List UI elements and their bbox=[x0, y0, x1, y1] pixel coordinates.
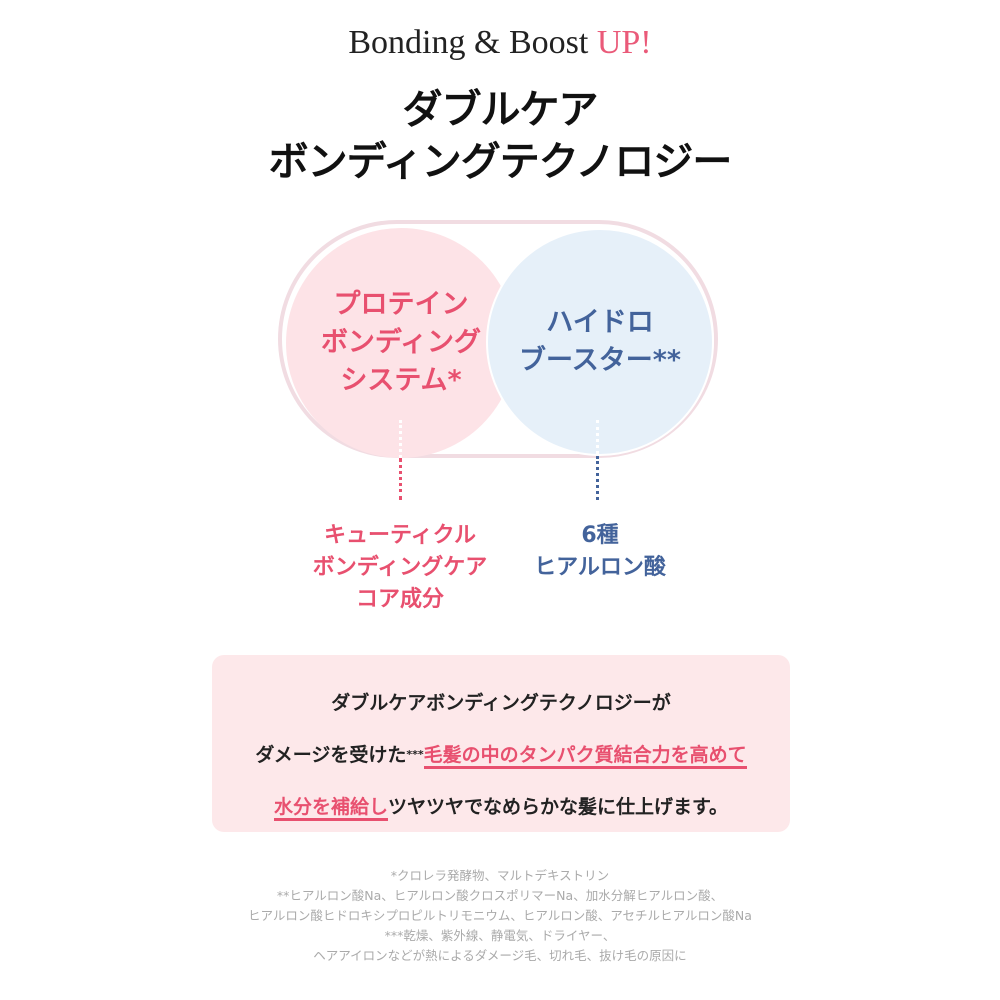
circle-text: プロテイン bbox=[333, 289, 469, 320]
tagline: Bonding & Boost UP! bbox=[0, 24, 1000, 62]
tagline-accent: UP! bbox=[596, 24, 652, 61]
headline-line1: ダブルケア bbox=[402, 87, 599, 133]
footnote: **ヒアルロン酸Na、ヒアルロン酸クロスポリマーNa、加水分解ヒアルロン酸、 bbox=[276, 888, 724, 903]
summary-box: ダブルケアボンディングテクノロジーが ダメージを受けた***毛髪の中のタンパク質… bbox=[212, 655, 790, 832]
pill-outline bbox=[278, 220, 718, 458]
label-right: 6種 ヒアルロン酸 bbox=[500, 520, 700, 584]
circle-text: ハイドロ bbox=[546, 307, 654, 338]
headline-line2: ボンディングテクノロジー bbox=[268, 139, 733, 185]
footnote: ヒアルロン酸ヒドロキシプロピルトリモニウム、ヒアルロン酸、アセチルヒアルロン酸N… bbox=[248, 908, 752, 923]
label-line: ボンディングケア bbox=[312, 555, 488, 580]
summary-line1: ダブルケアボンディングテクノロジーが bbox=[331, 692, 671, 714]
circle-text: システム* bbox=[340, 365, 462, 396]
summary-text: ツヤツヤでなめらかな髪に仕上げます。 bbox=[387, 796, 729, 818]
label-line: キューティクル bbox=[323, 523, 477, 548]
highlight-text: 毛髪の中のタンパク質結合力を高めて bbox=[423, 744, 747, 769]
dotted-connector-left bbox=[399, 458, 402, 500]
footnote: ヘアアイロンなどが熱によるダメージ毛、切れ毛、抜け毛の原因に bbox=[313, 948, 687, 963]
label-line: 6種 bbox=[581, 523, 619, 548]
tagline-text: Bonding & Boost bbox=[348, 24, 597, 61]
summary-text: ダメージを受けた bbox=[255, 744, 407, 766]
dotted-connector-right-top bbox=[596, 420, 599, 460]
footnote: *クロレラ発酵物、マルトデキストリン bbox=[390, 868, 610, 883]
protein-bonding-circle: プロテイン ボンディング システム* bbox=[286, 228, 516, 458]
headline: ダブルケア ボンディングテクノロジー bbox=[0, 84, 1000, 188]
circle-text: ボンディング bbox=[320, 327, 482, 358]
footnote: ***乾燥、紫外線、静電気、ドライヤー、 bbox=[384, 928, 616, 943]
dotted-connector-right bbox=[596, 456, 599, 500]
circle-text: ブースター** bbox=[519, 345, 681, 376]
label-left: キューティクル ボンディングケア コア成分 bbox=[290, 520, 510, 616]
footnote-marker: *** bbox=[406, 748, 424, 761]
label-line: ヒアルロン酸 bbox=[534, 555, 666, 580]
summary-line2: ダメージを受けた***毛髪の中のタンパク質結合力を高めて bbox=[212, 729, 790, 781]
footnotes: *クロレラ発酵物、マルトデキストリン **ヒアルロン酸Na、ヒアルロン酸クロスポ… bbox=[0, 866, 1000, 966]
hydro-booster-circle: ハイドロ ブースター** bbox=[486, 228, 714, 456]
highlight-text: 水分を補給し bbox=[273, 796, 388, 821]
label-line: コア成分 bbox=[355, 587, 444, 612]
summary-line3: 水分を補給しツヤツヤでなめらかな髪に仕上げます。 bbox=[212, 781, 790, 833]
